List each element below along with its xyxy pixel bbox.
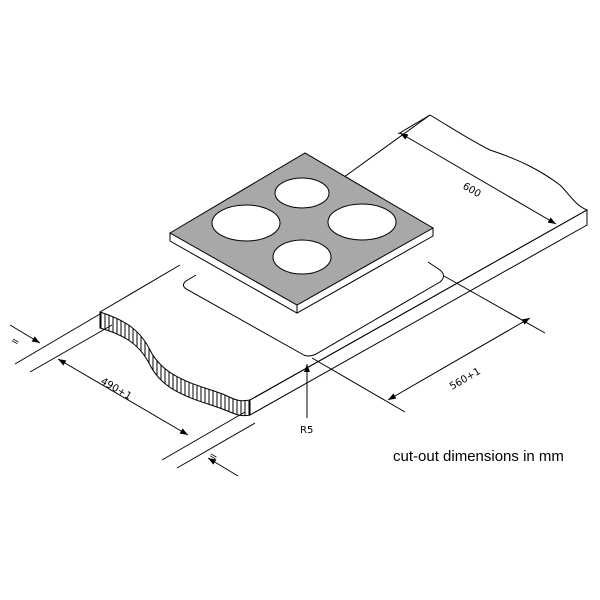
burner-front xyxy=(272,239,332,275)
equal-mark-left: = xyxy=(9,335,22,349)
radius-label: R5 xyxy=(300,425,313,436)
radius-callout: R5 xyxy=(300,364,313,436)
burner-back xyxy=(274,177,330,209)
burner-left xyxy=(211,204,281,242)
dimension-label-600: 600 xyxy=(461,181,483,200)
hob xyxy=(169,152,435,314)
dimension-600: 600 xyxy=(397,114,557,225)
worktop-cut-face xyxy=(99,311,251,417)
caption: cut-out dimensions in mm xyxy=(393,448,564,465)
dimension-label-490: 490+1 xyxy=(99,376,134,402)
burner-right xyxy=(327,203,397,241)
dimension-560: 560+1 xyxy=(311,275,546,413)
equal-mark-right: = xyxy=(207,450,220,464)
cutout-outline xyxy=(182,261,444,357)
dimension-label-560: 560+1 xyxy=(448,366,483,392)
